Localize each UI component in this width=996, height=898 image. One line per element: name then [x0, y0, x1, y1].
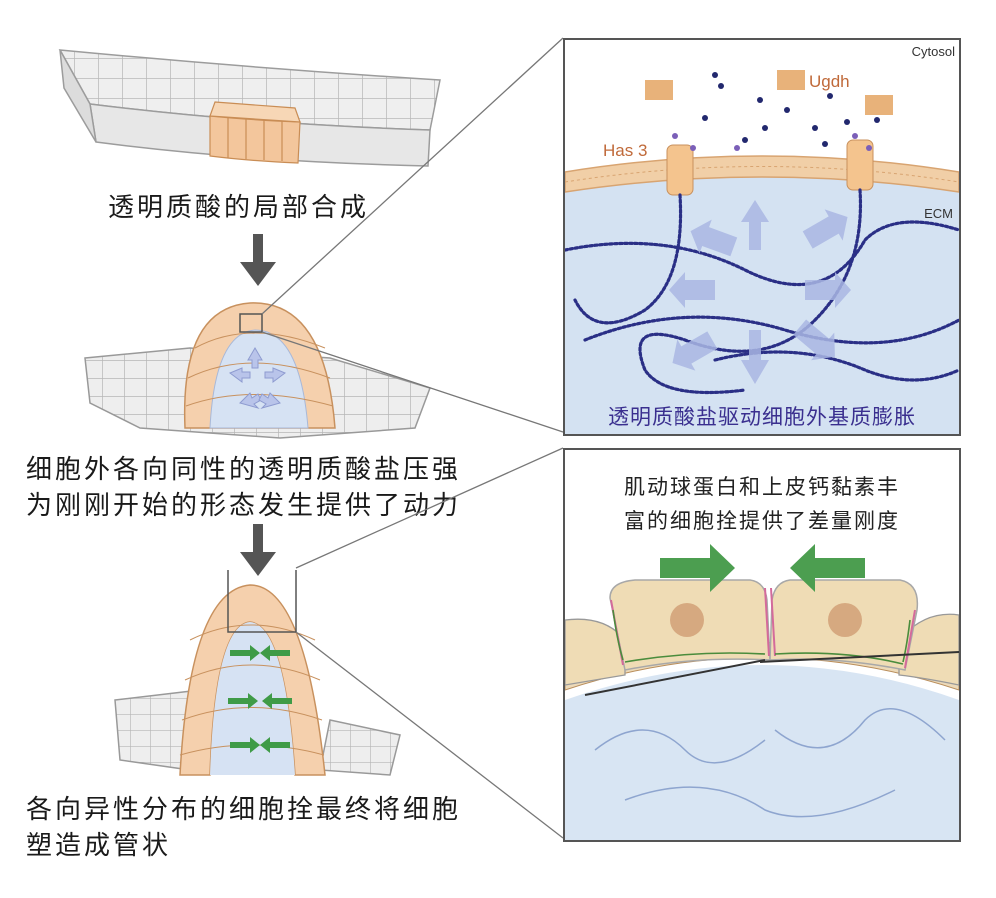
hyaluronan-synthesis-panel: Cytosol Ugdh Has 3 ECM 透明质酸盐驱动细胞外基质膨胀: [563, 38, 961, 436]
label-has3: Has 3: [603, 141, 647, 160]
caption-step3-line1: 各向异性分布的细胞拴最终将细胞: [26, 795, 462, 825]
caption-step2-line1: 细胞外各向同性的透明质酸盐压强: [26, 455, 462, 485]
label-cytosol: Cytosol: [912, 44, 955, 59]
down-arrow-icon: [240, 234, 276, 286]
tube-shape-illustration: [114, 570, 401, 776]
label-ugdh: Ugdh: [809, 72, 850, 91]
caption-step2-line2: 为刚刚开始的形态发生提供了动力: [26, 491, 462, 521]
flat-epithelium-illustration: [58, 49, 441, 167]
label-ecm: ECM: [924, 206, 953, 221]
down-arrow-icon: [240, 524, 276, 576]
caption-step1: 透明质酸的局部合成: [108, 193, 370, 223]
cell-tether-panel: 肌动球蛋白和上皮钙黏素丰 富的细胞拴提供了差量刚度: [563, 448, 961, 842]
panel-bottom-caption-line2: 富的细胞拴提供了差量刚度: [624, 509, 900, 533]
panel-top-caption: 透明质酸盐驱动细胞外基质膨胀: [608, 405, 916, 429]
panel-bottom-caption-line1: 肌动球蛋白和上皮钙黏素丰: [624, 475, 900, 499]
caption-step3-line2: 塑造成管状: [26, 831, 172, 861]
budding-tube-illustration: [84, 302, 431, 439]
